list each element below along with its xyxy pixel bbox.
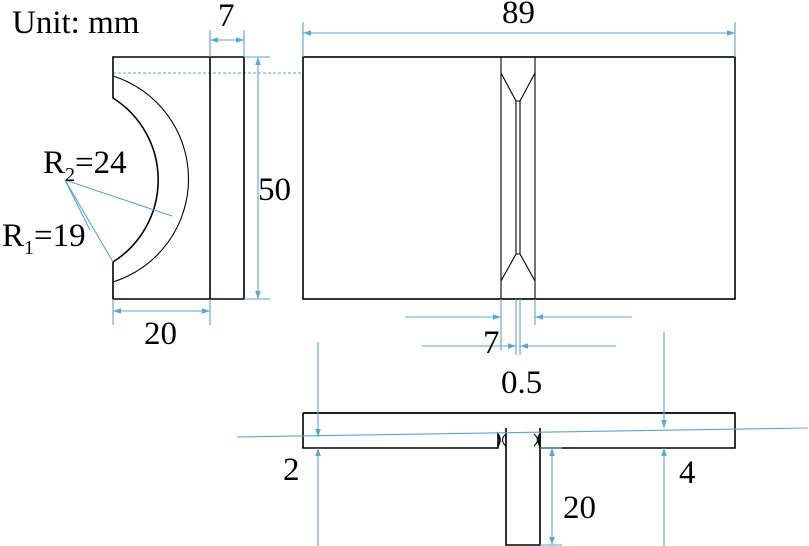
left-view [64, 30, 303, 325]
r2-leader [64, 179, 173, 217]
label-groove-width: 7 [483, 325, 500, 361]
flange-centerline [236, 427, 809, 438]
groove-v-bottom [500, 253, 536, 282]
label-height: 50 [258, 172, 291, 208]
r1-index: 1 [24, 237, 34, 259]
r1-value: =19 [34, 218, 86, 254]
r1-leader-a [64, 179, 91, 231]
r1-leader-b [64, 179, 114, 263]
r2-index: 2 [65, 164, 75, 186]
weld-root-right [533, 433, 539, 447]
groove-v-top [500, 72, 536, 102]
label-stem-height: 20 [563, 490, 596, 526]
weld-root-left [501, 433, 507, 447]
front-view [302, 22, 736, 355]
label-thickness-top: 7 [218, 0, 235, 34]
radius-arc-r2 [112, 75, 190, 283]
r2-value: =24 [75, 145, 127, 181]
stem-outline [505, 428, 541, 546]
label-width-top: 89 [502, 0, 535, 31]
flange-outline [302, 412, 736, 449]
r1-symbol: R [2, 218, 24, 254]
front-plate-outline [302, 56, 736, 300]
label-offset-right: 4 [679, 455, 696, 491]
label-offset-left: 2 [283, 452, 300, 488]
label-gap: 0.5 [501, 365, 542, 401]
label-r1: R1=19 [2, 218, 86, 259]
r2-symbol: R [43, 145, 65, 181]
unit-label: Unit: mm [12, 5, 140, 41]
label-width-left: 20 [144, 316, 177, 352]
label-r2: R2=24 [43, 145, 127, 186]
left-block-outline [112, 56, 245, 300]
bottom-view [236, 332, 809, 546]
